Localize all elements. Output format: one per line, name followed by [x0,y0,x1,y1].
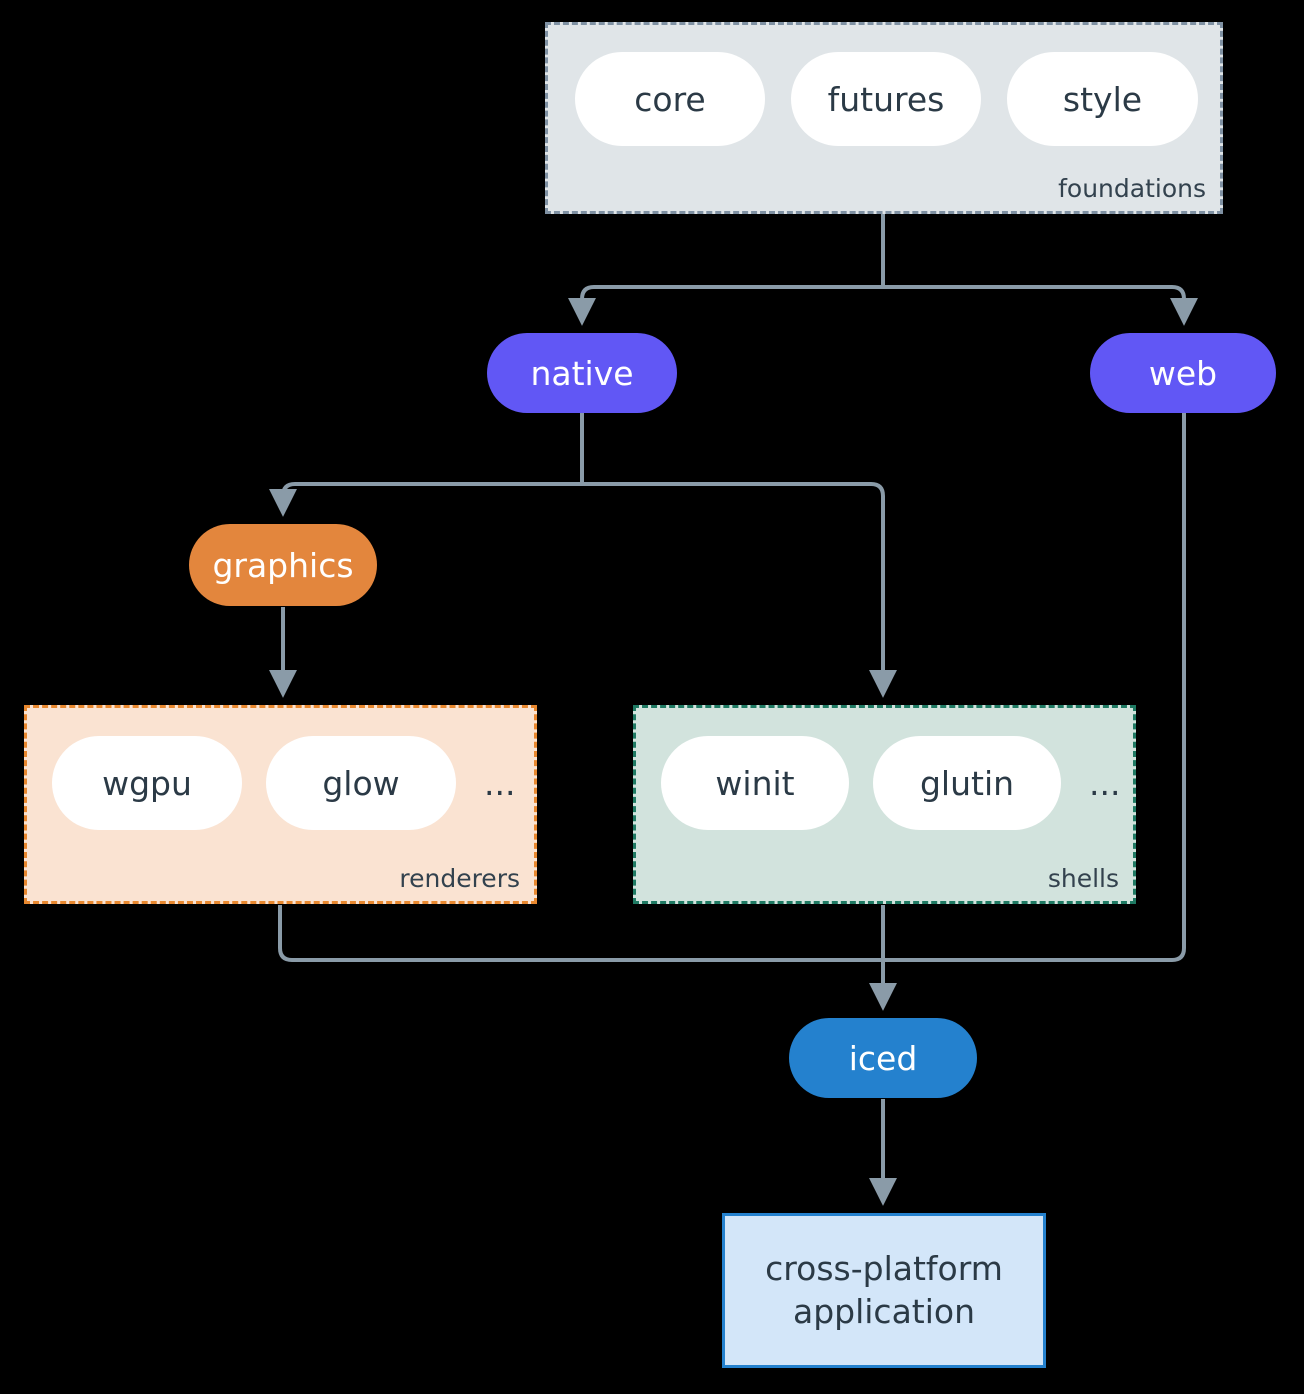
application-line-2: application [792,1291,976,1331]
leaf-core[interactable]: core [575,52,765,146]
edge-foundations-to-web [883,285,1198,326]
edge-native-to-graphics [269,482,582,517]
edge-renderers-to-iced [278,905,883,962]
node-native[interactable]: native [487,333,677,413]
node-cross-platform-application[interactable]: cross-platform application [722,1213,1046,1368]
group-label-foundations: foundations [1058,174,1206,203]
leaf-glow[interactable]: glow [266,736,456,830]
node-graphics[interactable]: graphics [189,524,377,606]
shells-more-ellipsis: ... [1089,763,1121,803]
application-line-1: cross-platform [765,1248,1003,1288]
edge-foundations-to-native [568,285,883,326]
renderers-items: wgpu glow ... [52,736,519,830]
group-label-renderers: renderers [399,864,520,893]
renderers-more-ellipsis: ... [484,763,516,803]
foundations-items: core futures style [575,52,1198,146]
leaf-glutin[interactable]: glutin [873,736,1061,830]
group-foundations: core futures style foundations [545,22,1223,214]
group-renderers: wgpu glow ... renderers [24,705,537,904]
leaf-wgpu[interactable]: wgpu [52,736,242,830]
leaf-winit[interactable]: winit [661,736,849,830]
group-label-shells: shells [1047,864,1119,893]
shells-items: winit glutin ... [661,736,1124,830]
leaf-style[interactable]: style [1007,52,1198,146]
edge-native-to-shells [582,482,897,698]
group-shells: winit glutin ... shells [633,705,1136,904]
node-web[interactable]: web [1090,333,1276,413]
node-iced[interactable]: iced [789,1018,977,1098]
leaf-futures[interactable]: futures [791,52,981,146]
